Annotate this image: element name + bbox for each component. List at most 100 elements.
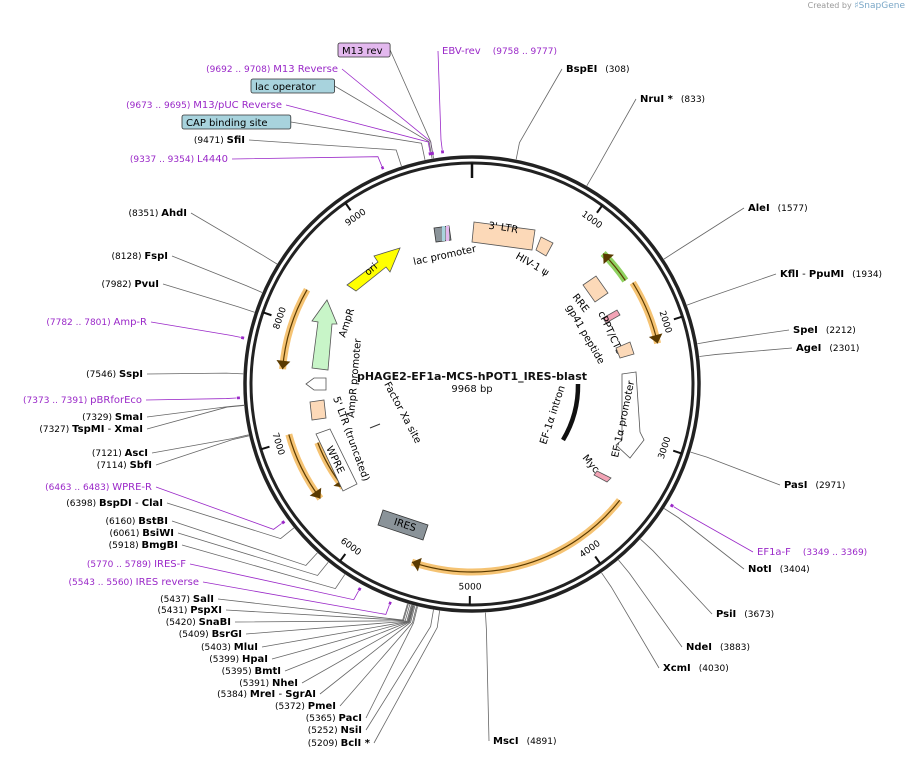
- enzyme-site-pvui[interactable]: (7982) PvuI: [102, 279, 159, 290]
- label-leader: [171, 520, 318, 566]
- enzyme-site-bsiwi[interactable]: (6061) BsiWI: [109, 528, 174, 539]
- label-leader: [515, 68, 563, 160]
- enzyme-site-tspmi[interactable]: (7327) TspMI - XmaI: [39, 424, 143, 435]
- enzyme-label: AleI(1577): [748, 203, 808, 214]
- enzyme-site-bspei[interactable]: BspEI(308): [566, 64, 630, 75]
- primer-pbrforeco[interactable]: (7373 .. 7391) pBRforEco: [23, 395, 142, 406]
- enzyme-site-nsii[interactable]: (5252) NsiI: [308, 725, 362, 736]
- factor-xa-label: Factor Xa site: [381, 380, 423, 445]
- enzyme-site-fspi[interactable]: (8128) FspI: [112, 251, 168, 262]
- enzyme-site-bspdi[interactable]: (6398) BspDI - ClaI: [66, 498, 163, 509]
- m13-rev-feature[interactable]: [446, 226, 449, 241]
- hiv-psi-feature[interactable]: [535, 236, 554, 257]
- primer-site: [380, 165, 385, 170]
- enzyme-site-pspxi[interactable]: (5431) PspXI: [158, 605, 223, 616]
- ef1a-intron-feature[interactable]: [561, 383, 581, 442]
- enzyme-site-psii[interactable]: PsiI(3673): [716, 609, 774, 620]
- callout-label: CAP binding site: [186, 118, 268, 129]
- rre-feature[interactable]: [582, 275, 609, 303]
- primer-ebv-rev[interactable]: EBV-rev(9758 .. 9777): [442, 46, 557, 57]
- enzyme-site-noti[interactable]: NotI(3404): [748, 564, 810, 575]
- ltr3-label: 3' LTR: [488, 221, 519, 236]
- ruler-tick: [594, 555, 602, 565]
- enzyme-label: NotI(3404): [748, 564, 810, 575]
- primer-m13-puc-reverse[interactable]: (9673 .. 9695) M13/pUC Reverse: [126, 100, 282, 111]
- enzyme-site-kfli[interactable]: KflI - PpuMI(1934): [780, 269, 882, 280]
- primer-site: [428, 151, 433, 156]
- enzyme-site-xcmi[interactable]: XcmI(4030): [663, 663, 729, 674]
- enzyme-site-hpai[interactable]: (5399) HpaI: [209, 654, 268, 665]
- enzyme-site-snabi[interactable]: (5420) SnaBI: [166, 617, 231, 628]
- primer-ires-f[interactable]: (5770 .. 5789) IRES-F: [87, 559, 186, 570]
- enzyme-site-nhei[interactable]: (5391) NheI: [239, 678, 298, 689]
- primer-l4440[interactable]: (9337 .. 9354) L4440: [130, 154, 228, 165]
- callout-box: [337, 42, 391, 58]
- factor-xa-feature[interactable]: [369, 423, 381, 429]
- enzyme-label: (6398) BspDI - ClaI: [66, 498, 163, 509]
- primer-ires-reverse[interactable]: (5543 .. 5560) IRES reverse: [69, 577, 199, 588]
- label-leader: [485, 612, 490, 742]
- primer-site: [281, 520, 286, 525]
- enzyme-site-bcli[interactable]: (5209) BclI *: [308, 738, 371, 749]
- callout-m13-rev[interactable]: M13 rev: [337, 42, 391, 58]
- callout-box: [181, 114, 292, 130]
- enzyme-site-sspi[interactable]: (7546) SspI: [86, 369, 143, 380]
- ruler-tick: [673, 315, 683, 321]
- ltr3-feature[interactable]: [471, 221, 536, 251]
- enzyme-site-ahdi[interactable]: (8351) AhdI: [128, 208, 187, 219]
- enzyme-site-asci[interactable]: (7121) AscI: [92, 448, 148, 459]
- enzyme-site-ndei[interactable]: NdeI(3883): [686, 642, 750, 653]
- plasmid-name: pHAGE2-EF1a-MCS-hPOT1_IRES-blast: [357, 370, 587, 383]
- feature-arc[interactable]: [279, 287, 311, 370]
- callout-lac-operator[interactable]: lac operator: [250, 78, 335, 94]
- enzyme-site-agei[interactable]: AgeI(2301): [796, 343, 859, 354]
- enzyme-site-paci[interactable]: (5365) PacI: [306, 713, 362, 724]
- enzyme-site-bmgbi[interactable]: (5918) BmgBI: [109, 540, 178, 551]
- primer-wpre-r[interactable]: (6463 .. 6483) WPRE-R: [45, 482, 152, 493]
- label-leader: [365, 606, 418, 719]
- ires-feature[interactable]: [377, 509, 429, 541]
- primer-amp-r[interactable]: (7782 .. 7801) Amp-R: [46, 317, 147, 328]
- ruler-label: 3000: [657, 435, 674, 460]
- ampr-promoter-feature[interactable]: [305, 377, 327, 391]
- gp41-feature[interactable]: [602, 309, 621, 324]
- ltr5-feature[interactable]: [309, 399, 327, 421]
- enzyme-site-pasi[interactable]: PasI(2971): [784, 480, 845, 491]
- enzyme-site-bsrgi[interactable]: (5409) BsrGI: [179, 629, 242, 640]
- primer-ef1a-f[interactable]: EF1a-F(3349 .. 3369): [757, 547, 867, 558]
- feature-arc[interactable]: [410, 498, 623, 576]
- primer-label: (9673 .. 9695) M13/pUC Reverse: [126, 100, 282, 111]
- label-leader: [189, 563, 359, 601]
- enzyme-site-alei[interactable]: AleI(1577): [748, 203, 808, 214]
- enzyme-site-sbfi[interactable]: (7114) SbfI: [97, 460, 152, 471]
- primer-label: (9692 .. 9708) M13 Reverse: [206, 64, 338, 75]
- label-leader: [373, 610, 441, 744]
- enzyme-site-mrei[interactable]: (5384) MreI - SgrAI: [217, 689, 316, 700]
- cppt-feature[interactable]: [615, 341, 635, 359]
- enzyme-site-sali[interactable]: (5437) SalI: [160, 594, 214, 605]
- wpre-feature[interactable]: [315, 428, 358, 492]
- label-leader: [171, 255, 263, 293]
- ori-feature[interactable]: [346, 247, 401, 292]
- ef1a-promoter-feature[interactable]: [615, 371, 645, 459]
- enzyme-site-bstbi[interactable]: (6160) BstBI: [106, 516, 169, 527]
- enzyme-site-smai[interactable]: (7329) SmaI: [82, 412, 143, 423]
- primer-label: EBV-rev(9758 .. 9777): [442, 46, 557, 57]
- enzyme-site-msci[interactable]: MscI(4891): [493, 736, 557, 747]
- primer-label: (7373 .. 7391) pBRforEco: [23, 395, 142, 406]
- myc-feature[interactable]: [593, 470, 612, 483]
- ampr-feature[interactable]: [311, 299, 338, 371]
- enzyme-site-bmti[interactable]: (5395) BmtI: [222, 666, 281, 677]
- enzyme-site-pmei[interactable]: (5372) PmeI: [275, 701, 336, 712]
- feature-arc[interactable]: [629, 280, 662, 345]
- enzyme-site-nrui[interactable]: NruI *(833): [640, 94, 705, 105]
- callout-cap-binding-site[interactable]: CAP binding site: [181, 114, 292, 130]
- enzyme-label: (7329) SmaI: [82, 412, 143, 423]
- primer-m13-reverse[interactable]: (9692 .. 9708) M13 Reverse: [206, 64, 338, 75]
- enzyme-site-mlui[interactable]: (5403) MluI: [201, 642, 258, 653]
- enzyme-site-sfii[interactable]: (9471) SfiI: [194, 135, 245, 146]
- enzyme-site-spei[interactable]: SpeI(2212): [793, 325, 856, 336]
- lac-operator-feature[interactable]: [442, 226, 445, 241]
- ruler-tick: [262, 311, 272, 317]
